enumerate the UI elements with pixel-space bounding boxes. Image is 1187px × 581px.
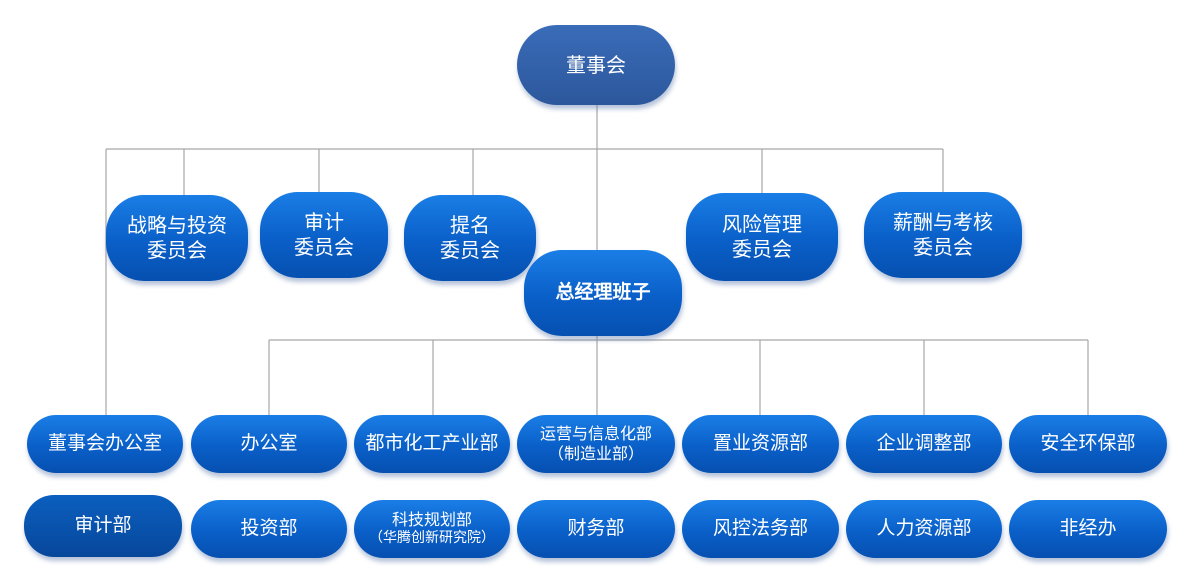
dept-office: 办公室 <box>191 415 347 473</box>
dept-label: 人力资源部 <box>876 517 972 540</box>
dept-label: 董事会办公室 <box>47 432 162 455</box>
committee-remuneration: 薪酬与考核 委员会 <box>864 192 1022 278</box>
dept-enterprise-adjustment: 企业调整部 <box>846 415 1002 473</box>
gm-team-label: 总经理班子 <box>555 281 651 304</box>
committee-label: 委员会 <box>294 235 354 259</box>
dept-operations-it: 运营与信息化部 （制造业部） <box>517 415 675 473</box>
committee-audit: 审计 委员会 <box>260 192 388 278</box>
committee-nomination: 提名 委员会 <box>404 195 536 281</box>
dept-investment: 投资部 <box>191 500 347 558</box>
committee-risk-management: 风险管理 委员会 <box>686 193 838 281</box>
dept-tech-planning: 科技规划部 （华腾创新研究院） <box>354 500 510 558</box>
committee-strategy-investment: 战略与投资 委员会 <box>106 195 248 281</box>
dept-label: 办公室 <box>240 432 298 455</box>
committee-label: 提名 <box>450 213 490 237</box>
dept-label: 都市化工产业部 <box>365 432 499 455</box>
gm-team-node: 总经理班子 <box>524 250 682 336</box>
committee-label: 委员会 <box>732 237 792 261</box>
dept-safety-environment: 安全环保部 <box>1009 415 1167 473</box>
dept-label: 非经办 <box>1059 517 1117 540</box>
dept-label: 置业资源部 <box>712 432 808 455</box>
dept-real-estate-resources: 置业资源部 <box>682 415 839 473</box>
dept-label: 风控法务部 <box>712 517 808 540</box>
dept-finance: 财务部 <box>517 500 675 558</box>
dept-label: 安全环保部 <box>1040 432 1136 455</box>
committee-label: 委员会 <box>440 238 500 262</box>
dept-board-office: 董事会办公室 <box>27 415 183 473</box>
dept-label: 投资部 <box>240 517 298 540</box>
dept-label: 企业调整部 <box>876 432 972 455</box>
dept-label: 审计部 <box>74 514 132 537</box>
dept-label: 运营与信息化部 <box>539 424 652 443</box>
committee-label: 战略与投资 <box>127 213 227 237</box>
committee-label: 委员会 <box>913 235 973 259</box>
committee-label: 风险管理 <box>722 212 802 236</box>
dept-sublabel: （制造业部） <box>547 444 644 463</box>
dept-sublabel: （华腾创新研究院） <box>369 530 495 547</box>
dept-label: 科技规划部 <box>391 510 472 530</box>
board-label: 董事会 <box>566 52 626 77</box>
dept-urban-chemical: 都市化工产业部 <box>354 415 510 473</box>
dept-human-resources: 人力资源部 <box>846 500 1002 558</box>
dept-non-operating: 非经办 <box>1009 500 1167 558</box>
committee-label: 薪酬与考核 <box>893 210 993 234</box>
board-node: 董事会 <box>517 25 675 105</box>
committee-label: 审计 <box>304 210 344 234</box>
dept-risk-legal: 风控法务部 <box>682 500 839 558</box>
dept-audit: 审计部 <box>24 495 182 557</box>
committee-label: 委员会 <box>147 238 207 262</box>
dept-label: 财务部 <box>567 517 625 540</box>
